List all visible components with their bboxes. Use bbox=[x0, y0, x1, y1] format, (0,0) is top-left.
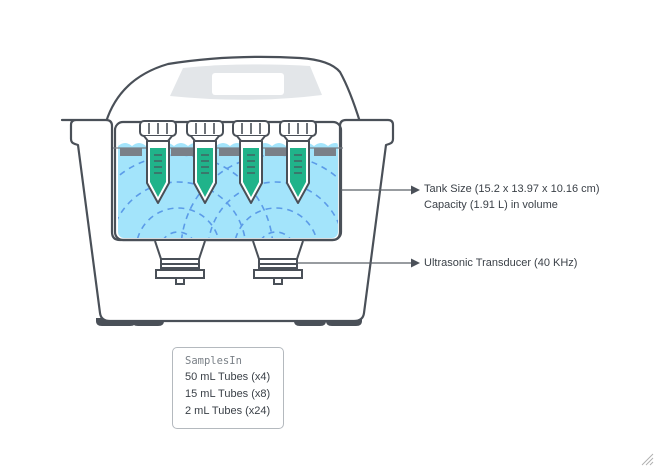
ultrasonic-waves bbox=[118, 154, 338, 238]
transducers bbox=[154, 240, 304, 285]
arrow-head-icon bbox=[411, 258, 420, 268]
sample-item: 2 mL Tubes (x24) bbox=[185, 405, 271, 417]
tube bbox=[279, 120, 317, 204]
transducer bbox=[154, 240, 206, 285]
tube bbox=[139, 120, 177, 204]
tube-rack bbox=[120, 148, 336, 156]
tank-leader bbox=[341, 185, 420, 195]
transducer-label: Ultrasonic Transducer (40 KHz) bbox=[424, 257, 578, 269]
tank-outline bbox=[113, 120, 343, 242]
sample-item: 50 mL Tubes (x4) bbox=[185, 371, 271, 383]
samples-title: SamplesIn bbox=[185, 355, 242, 367]
tube bbox=[232, 120, 270, 204]
tank-size-label: Tank Size (15.2 x 13.97 x 10.16 cm) bbox=[424, 183, 600, 195]
transducer-leader bbox=[297, 258, 420, 268]
tank-annotation: Tank Size (15.2 x 13.97 x 10.16 cm) Capa… bbox=[424, 181, 599, 213]
tube bbox=[186, 120, 224, 204]
tubes bbox=[139, 120, 317, 204]
samples-in-box: SamplesIn 50 mL Tubes (x4) 15 mL Tubes (… bbox=[172, 347, 284, 429]
tank-capacity-label: Capacity (1.91 L) in volume bbox=[424, 199, 558, 211]
transducer-annotation: Ultrasonic Transducer (40 KHz) bbox=[424, 255, 577, 271]
transducer bbox=[252, 240, 304, 285]
sample-item: 15 mL Tubes (x8) bbox=[185, 388, 271, 400]
display-screen bbox=[212, 73, 284, 95]
resize-grip-icon[interactable] bbox=[640, 452, 654, 466]
device-body bbox=[60, 118, 395, 323]
arrow-head-icon bbox=[411, 185, 420, 195]
